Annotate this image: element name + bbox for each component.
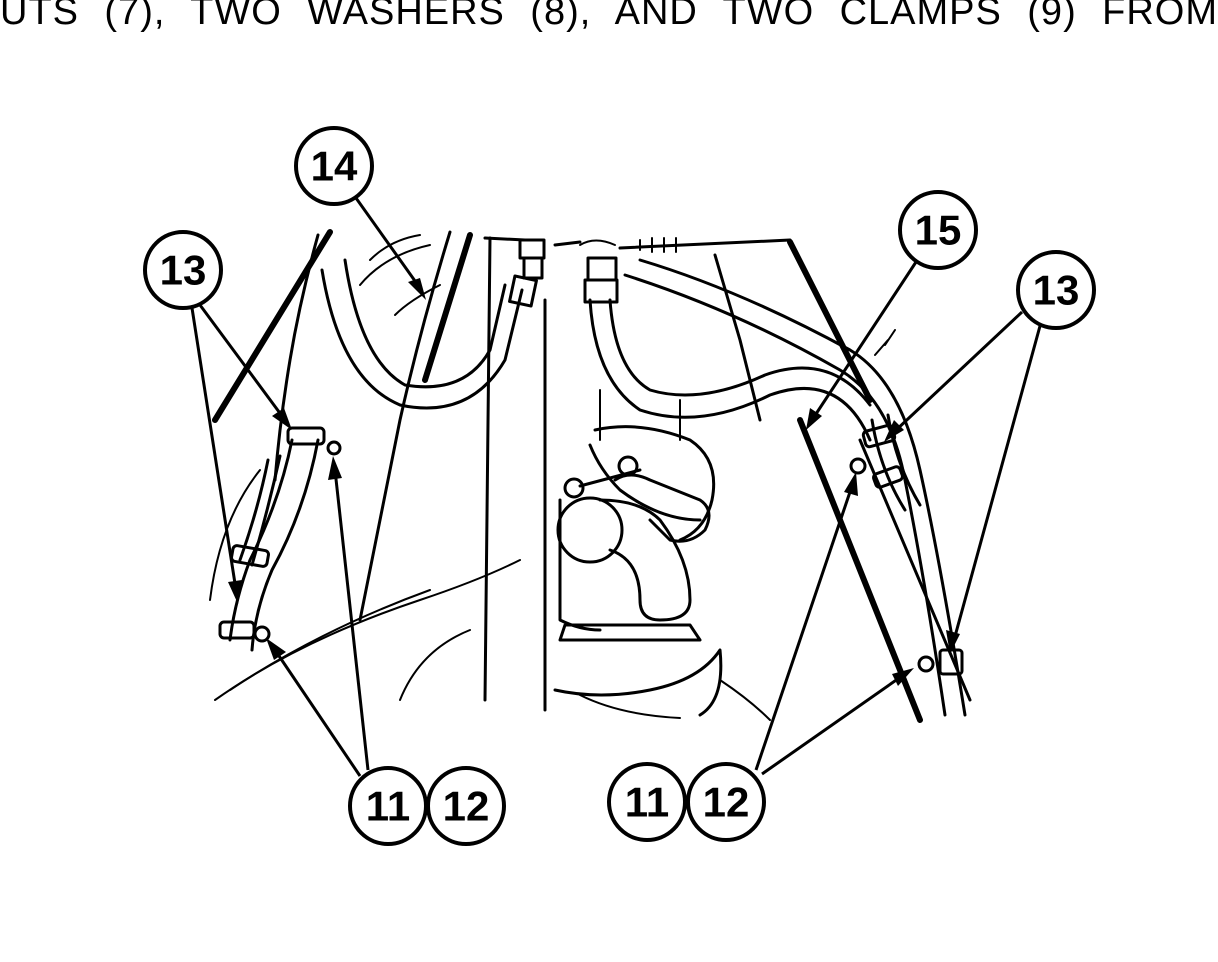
callout-12-right: 12 <box>686 762 766 842</box>
callout-14: 14 <box>294 126 374 206</box>
callout-11-left: 11 <box>348 766 428 846</box>
callout-12-left-label: 12 <box>443 783 490 830</box>
callout-13-right: 13 <box>1016 250 1096 330</box>
callout-13-left: 13 <box>143 230 223 310</box>
instruction-text: UTS (7), TWO WASHERS (8), AND TWO CLAMPS… <box>0 0 1218 33</box>
left-lower-hoses <box>218 426 342 652</box>
callout-11-left-label: 11 <box>366 783 410 830</box>
callout-11-right: 11 <box>607 762 687 842</box>
callout-13-right-label: 13 <box>1033 267 1080 314</box>
callout-12-left: 12 <box>426 766 506 846</box>
callout-15-label: 15 <box>915 207 962 254</box>
center-component <box>556 389 716 642</box>
callout-15: 15 <box>898 190 978 270</box>
callout-11-right-label: 11 <box>625 779 669 826</box>
leader-lines <box>190 197 1042 777</box>
callout-12-right-label: 12 <box>703 779 750 826</box>
left-hose <box>320 238 546 410</box>
callout-13-left-label: 13 <box>160 247 207 294</box>
callout-14-label: 14 <box>311 143 358 190</box>
frame-structure <box>209 229 972 723</box>
right-lower-hoses <box>849 329 964 676</box>
